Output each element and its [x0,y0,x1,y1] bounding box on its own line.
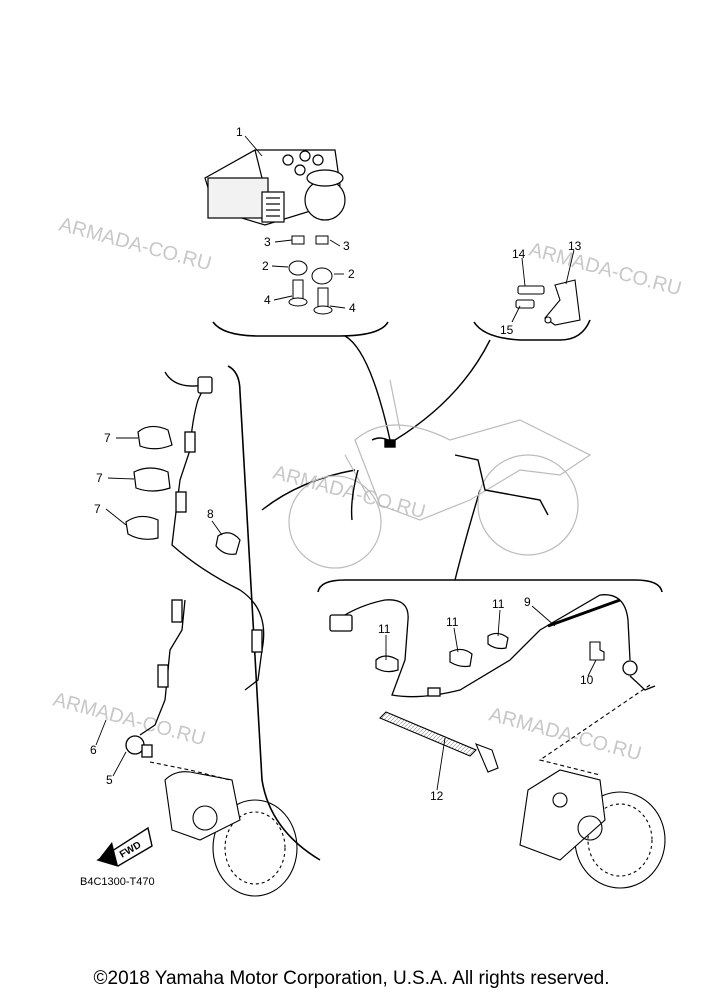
front-sensor-lead [125,371,265,758]
rear-clamps [375,632,509,673]
callout-label: 15 [500,323,514,337]
watermark: ARMADA-CO.RU [57,214,214,276]
watermark: ARMADA-CO.RU [487,704,644,766]
callout-label: 3 [264,235,271,249]
front-wheel [149,761,298,897]
callout-label: 2 [348,267,355,281]
abs-mount-parts [288,235,333,315]
motorcycle-harness [350,437,549,521]
callout-label: 13 [568,239,582,253]
callout-label: 7 [104,431,111,445]
callout-label: 3 [343,239,350,253]
callout-label: 7 [94,502,101,516]
rear-sensor-lead [329,594,656,698]
callout-label: 14 [512,247,526,261]
diagram-code: B4C1300-T470 [80,876,155,888]
callout-label: 7 [96,471,103,485]
motorcycle-outline [288,379,592,569]
callout-label: 6 [90,743,97,757]
rear-wheel [519,684,666,889]
callout-label: 12 [430,789,444,803]
leader-lines [261,335,491,581]
callout-label: 5 [106,773,113,787]
callout-label: 4 [264,293,271,307]
callout-label: 9 [524,595,531,609]
callout-label: 4 [349,301,356,315]
callout-numbers: 1 3 3 2 2 4 4 13 14 15 7 7 7 8 6 5 9 11 … [90,125,594,803]
callout-leaders [95,135,597,791]
bracket-unit [515,279,581,326]
callout-label: 2 [262,259,269,273]
callout-label: 11 [378,622,391,636]
callout-label: 11 [446,615,459,629]
clamps [125,425,241,555]
fwd-arrow: FWD [96,826,153,867]
callout-label: 10 [580,673,594,687]
callout-label: 11 [492,597,505,611]
callout-label: 1 [236,125,243,139]
abs-unit [204,149,346,226]
watermark: ARMADA-CO.RU [527,239,684,301]
callout-label: 8 [207,507,214,521]
bolt-and-tie [379,641,605,773]
copyright-text: ©2018 Yamaha Motor Corporation, U.S.A. A… [93,968,610,989]
group-brackets [212,319,663,861]
